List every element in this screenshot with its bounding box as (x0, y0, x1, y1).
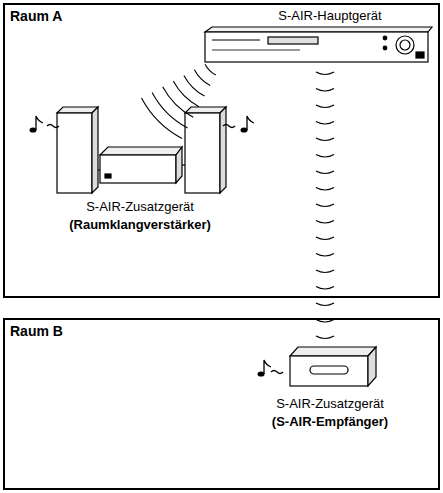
wave-arc (316, 89, 334, 92)
device-label: S-AIR-Zusatzgerät (S-AIR-Empfänger) (225, 394, 435, 430)
wave-arc (316, 72, 334, 75)
device-name: (S-AIR-Empfänger) (270, 414, 390, 430)
wave-arc (316, 221, 334, 224)
wave-arc (316, 138, 334, 141)
wave-arc (152, 92, 188, 128)
room-box: Raum B S-AIR-Zusatzgerät (S-AIR-Empfänger) (3, 318, 440, 490)
wave-arc (142, 98, 183, 139)
wave-arc (316, 204, 334, 207)
device-label: S-AIR-Zusatzgerät (Raumklangverstärker) (15, 197, 265, 233)
wave-arc (184, 76, 205, 97)
main-unit (205, 27, 432, 62)
wave-arc (173, 81, 199, 107)
wave-arc (316, 122, 334, 125)
receiver (290, 347, 376, 386)
sound-notes (30, 116, 284, 377)
device-name: S-AIR-Zusatzgerät (274, 396, 386, 412)
wave-arc (316, 155, 334, 158)
wave-arc (316, 336, 334, 339)
wave-arc (194, 70, 210, 86)
room-box: Raum AS-AIR-HauptgerätS-AIR-Zusatzgerät(… (3, 3, 440, 298)
surround-amplifier (57, 107, 226, 193)
wave-arc (316, 171, 334, 174)
wave-arc (316, 287, 334, 290)
wave-arc (316, 237, 334, 240)
wave-arc (316, 254, 334, 257)
device-name: S-AIR-Hauptgerät (276, 8, 383, 24)
device-name: (Raumklangverstärker) (67, 217, 213, 233)
wave-arc (316, 270, 334, 273)
wave-arc (205, 64, 216, 75)
device-label: S-AIR-Hauptgerät (235, 6, 425, 24)
room-title: Raum B (5, 320, 438, 339)
wave-arc (316, 303, 334, 306)
wave-arc (316, 105, 334, 108)
wave-arc (316, 188, 334, 191)
device-name: S-AIR-Zusatzgerät (84, 199, 196, 215)
